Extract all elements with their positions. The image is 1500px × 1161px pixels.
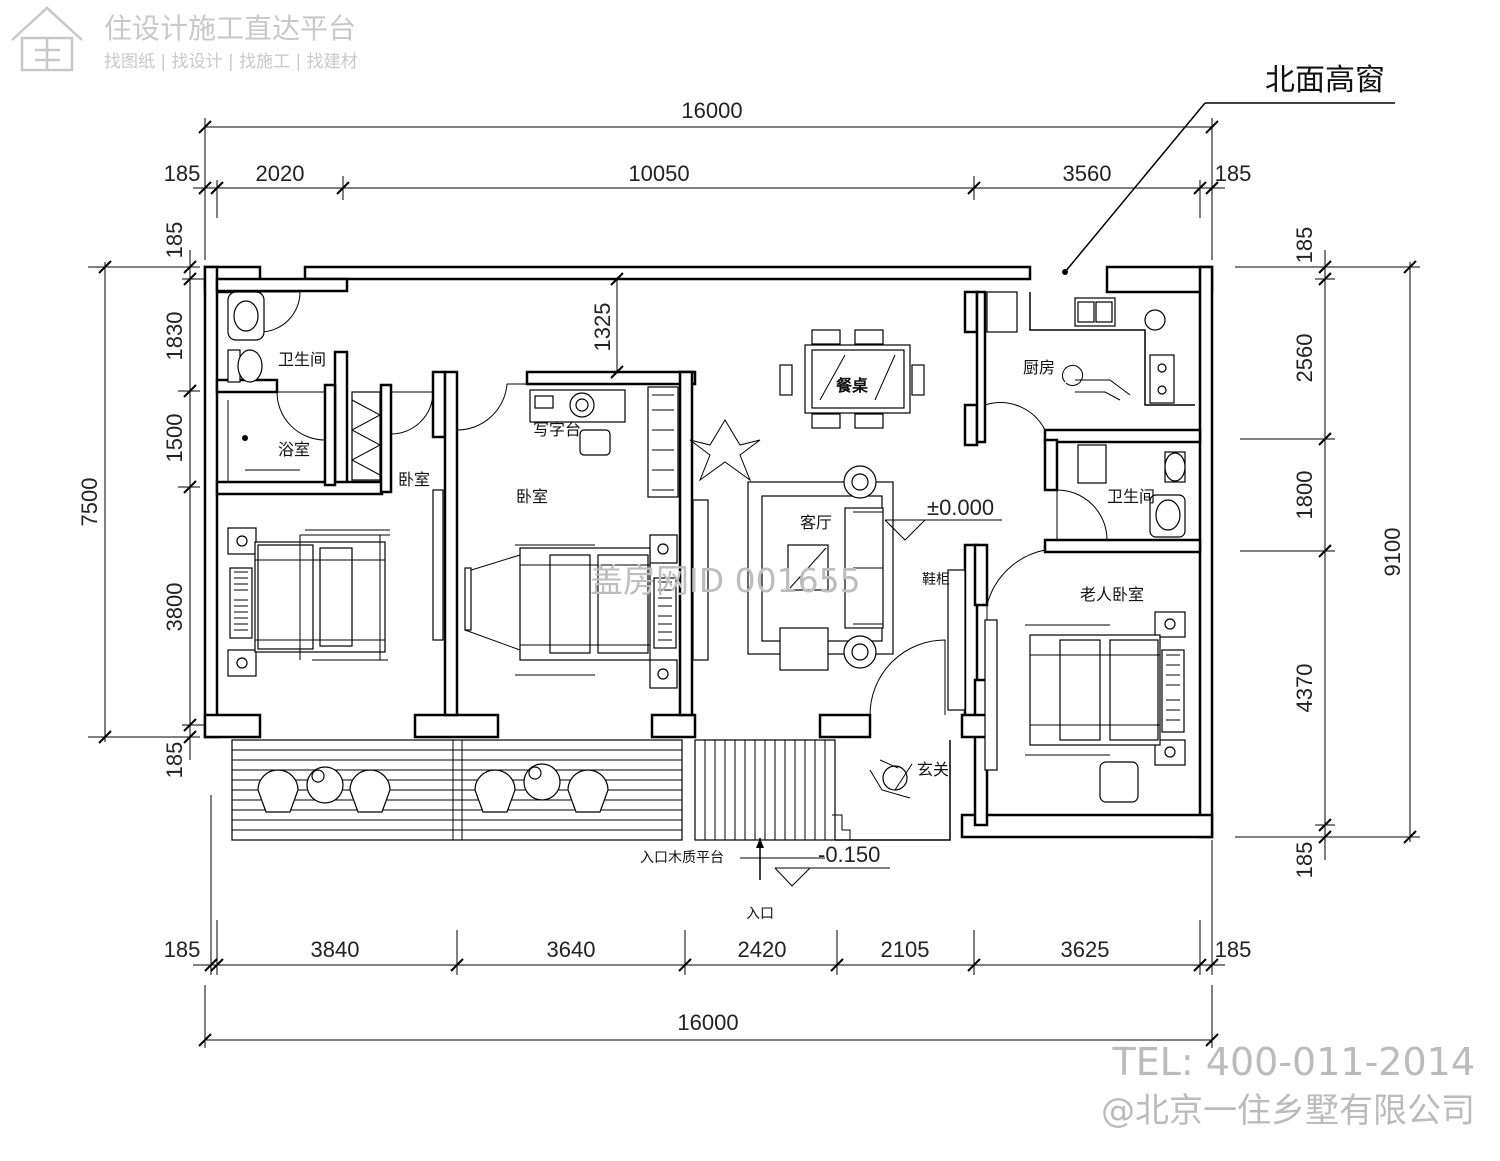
bathroom-left-fixtures [227,291,382,482]
dim-left-3: 1500 [162,414,187,463]
room-kitchen: 厨房 [1023,358,1055,377]
dim-left-5: 185 [162,742,187,779]
entrance-label: 入口 [746,906,774,922]
dim-bottom-6: 3625 [1061,937,1110,962]
house-logo-icon [11,6,83,72]
kitchen-furniture [986,291,1195,406]
dim-left-2: 1830 [162,312,187,361]
dim-right-total: 9100 [1380,528,1405,577]
left-dimensions: 7500 185 1830 1500 3800 185 [77,222,210,779]
living-room-furniture [747,465,966,711]
dim-left-total: 7500 [77,478,102,527]
foyer-person-icon [869,759,913,799]
level-outside: -0.150 [818,842,880,867]
room-bathroom-left: 卫生间 [278,350,326,369]
north-window-callout: 北面高窗 [1062,63,1395,275]
elder-bedroom-furniture [984,611,1186,803]
dim-top-5: 185 [1215,161,1252,186]
dim-bottom-3: 3640 [547,937,596,962]
room-foyer: 玄关 [917,760,949,779]
room-bathroom-right: 卫生间 [1107,487,1155,506]
dim-right-4: 4370 [1292,664,1317,713]
dim-left-1: 185 [162,222,187,259]
decor-plant-icon [689,419,761,482]
dim-bottom-2: 3840 [311,937,360,962]
bedroom-left-furniture [227,489,444,677]
entrance-platform-label: 入口木质平台 [640,850,724,866]
walls [203,265,1214,839]
dim-left-4: 3800 [162,583,187,632]
room-bedroom-left: 卧室 [398,470,430,489]
room-desk: 写字台 [533,420,581,439]
dim-top-2: 2020 [256,161,305,186]
dim-bottom-1: 185 [164,937,201,962]
level-marks [774,519,1002,887]
footer-tel: TEL: 400-011-2014 [1112,1040,1475,1084]
watermark: 盖房网ID 001655 [590,561,861,600]
entrance-arrow [740,838,825,880]
dim-top-3: 10050 [628,161,689,186]
room-dining: 餐桌 [835,376,868,395]
bathroom-right-fixtures [1077,444,1186,538]
dim-interior: 1325 [590,303,615,352]
logo: 住设计施工直达平台 找图纸 | 找设计 | 找施工 | 找建材 [11,6,358,72]
room-labels: 卫生间 浴室 卧室 卧室 写字台 餐桌 厨房 卫生间 客厅 鞋柜 老人卧室 玄关 [278,350,1155,779]
logo-subtitle: 找图纸 | 找设计 | 找施工 | 找建材 [104,52,358,72]
dim-top-1: 185 [164,161,201,186]
room-shoe-cabinet: 鞋柜 [922,572,950,588]
right-dimensions: 9100 185 2560 1800 4370 185 [1235,227,1420,879]
dim-bottom-7: 185 [1215,937,1252,962]
level-floor: ±0.000 [927,495,994,520]
dim-right-2: 2560 [1292,334,1317,383]
room-bedroom-mid: 卧室 [516,487,548,506]
dim-right-5: 185 [1292,842,1317,879]
callout-label: 北面高窗 [1265,63,1385,98]
top-dimensions: 16000 185 2020 10050 3560 185 [164,98,1252,260]
doors [259,291,1108,716]
room-living: 客厅 [800,513,832,532]
entrance-deck [231,739,951,841]
dim-top-total: 16000 [681,98,742,123]
dim-top-4: 3560 [1063,161,1112,186]
logo-title: 住设计施工直达平台 [104,12,356,45]
dim-bottom-4: 2420 [738,937,787,962]
dim-right-1: 185 [1292,227,1317,264]
dim-right-3: 1800 [1292,471,1317,520]
cook-person-icon [1062,364,1131,401]
dining-furniture [689,329,925,482]
bottom-dimensions: 185 3840 3640 2420 2105 3625 185 16000 [164,795,1252,1048]
room-shower: 浴室 [278,440,310,459]
dim-bottom-total: 16000 [677,1010,738,1035]
room-elder-bedroom: 老人卧室 [1080,585,1144,604]
dim-bottom-5: 2105 [881,937,930,962]
footer-company: @北京一住乡墅有限公司 [1101,1091,1475,1131]
bedroom-mid-furniture [464,386,709,689]
